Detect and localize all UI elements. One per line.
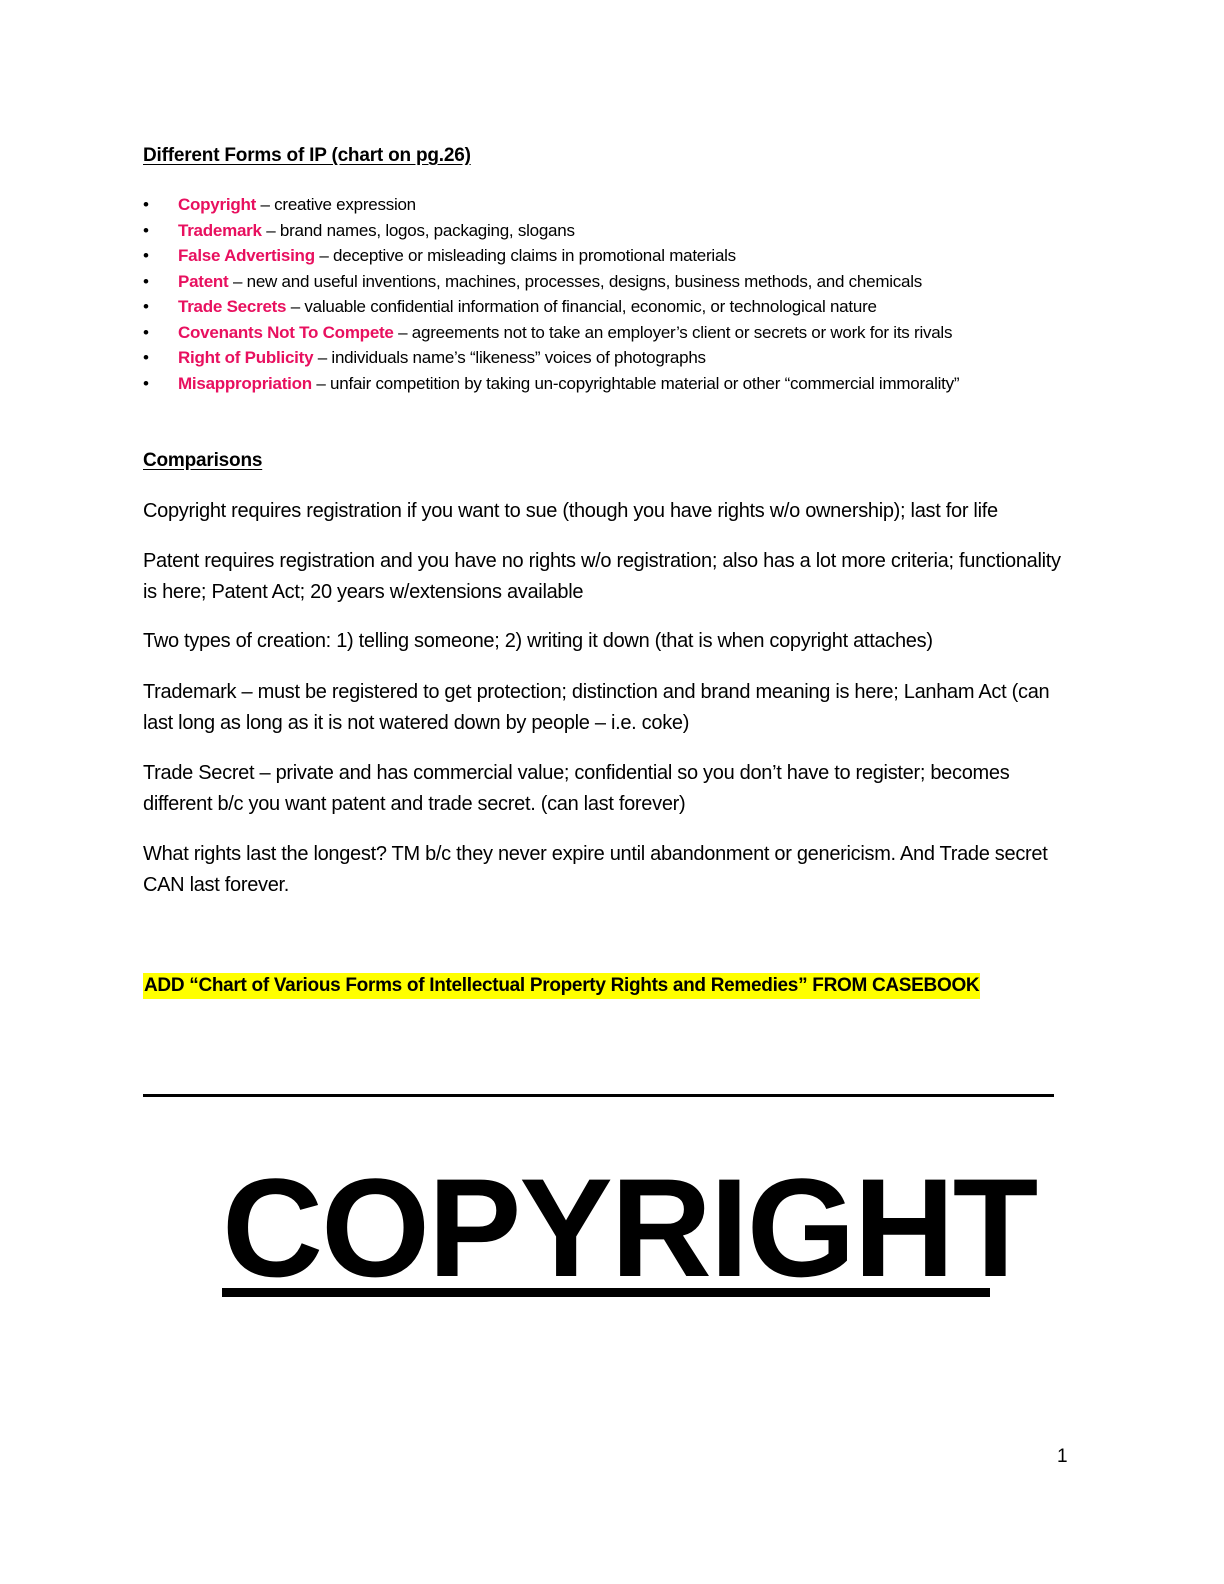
forms-heading: Different Forms of IP (chart on pg.26) [143, 145, 471, 166]
list-item: • Copyright – creative expression [143, 194, 1103, 220]
comparison-paragraph: Trademark – must be registered to get pr… [143, 681, 1050, 734]
ip-term: Trademark [178, 220, 262, 240]
bullet-icon: • [143, 195, 149, 214]
ip-description: – creative expression [256, 195, 417, 214]
page-number: 1 [1057, 1446, 1068, 1467]
horizontal-divider [143, 1094, 1054, 1097]
section-title: COPYRIGHT [222, 1149, 1038, 1306]
bullet-icon: • [143, 373, 149, 393]
list-item: • Patent – new and useful inventions, mac… [143, 271, 1103, 297]
list-item: • Trademark – brand names, logos, packagi… [143, 220, 1103, 246]
comparisons-heading: Comparisons [143, 450, 263, 471]
list-item: • Right of Publicity – individuals name’s… [143, 347, 1103, 373]
title-underline [222, 1288, 990, 1297]
ip-description: – new and useful inventions, machines, p… [228, 271, 923, 291]
bullet-icon: • [143, 246, 149, 265]
ip-description: – agreements not to take an employer’s c… [393, 322, 953, 342]
ip-term: Trade Secrets [178, 297, 287, 316]
bullet-icon: • [143, 348, 149, 367]
comparison-paragraph: What rights last the longest? TM b/c the… [143, 843, 1048, 896]
ip-description: – unfair competition by taking un-copyri… [311, 373, 960, 393]
ip-description: – deceptive or misleading claims in prom… [314, 246, 736, 265]
bullet-icon: • [143, 271, 149, 291]
ip-term: Misappropriation [178, 373, 312, 393]
ip-term: Right of Publicity [178, 348, 314, 367]
bullet-icon: • [143, 322, 149, 342]
ip-description: – valuable confidential information of f… [286, 297, 877, 316]
ip-term: Copyright [178, 195, 257, 214]
ip-term: Covenants Not To Compete [178, 322, 394, 342]
list-item: • False Advertising – deceptive or mislea… [143, 245, 1103, 271]
bullet-icon: • [143, 220, 149, 240]
bullet-icon: • [143, 297, 149, 316]
highlighted-note: ADD “Chart of Various Forms of Intellect… [143, 973, 981, 999]
list-item: • Covenants Not To Compete – agreements n… [143, 322, 1103, 348]
comparison-paragraph: Two types of creation: 1) telling someon… [143, 630, 933, 652]
comparison-paragraph: Copyright requires registration if you w… [143, 500, 998, 522]
comparison-paragraph: Patent requires registration and you hav… [143, 550, 1061, 603]
comparison-paragraph: Trade Secret – private and has commercia… [143, 762, 1010, 815]
ip-forms-list: • Copyright – creative expression • Tradem… [143, 194, 1103, 398]
ip-term: False Advertising [178, 246, 315, 265]
ip-description: – individuals name’s “likeness” voices o… [313, 348, 706, 367]
ip-description: – brand names, logos, packaging, slogans [261, 220, 575, 240]
list-item: • Trade Secrets – valuable confidential i… [143, 296, 1103, 322]
ip-term: Patent [178, 271, 229, 291]
list-item: • Misappropriation – unfair competition b… [143, 373, 1103, 399]
